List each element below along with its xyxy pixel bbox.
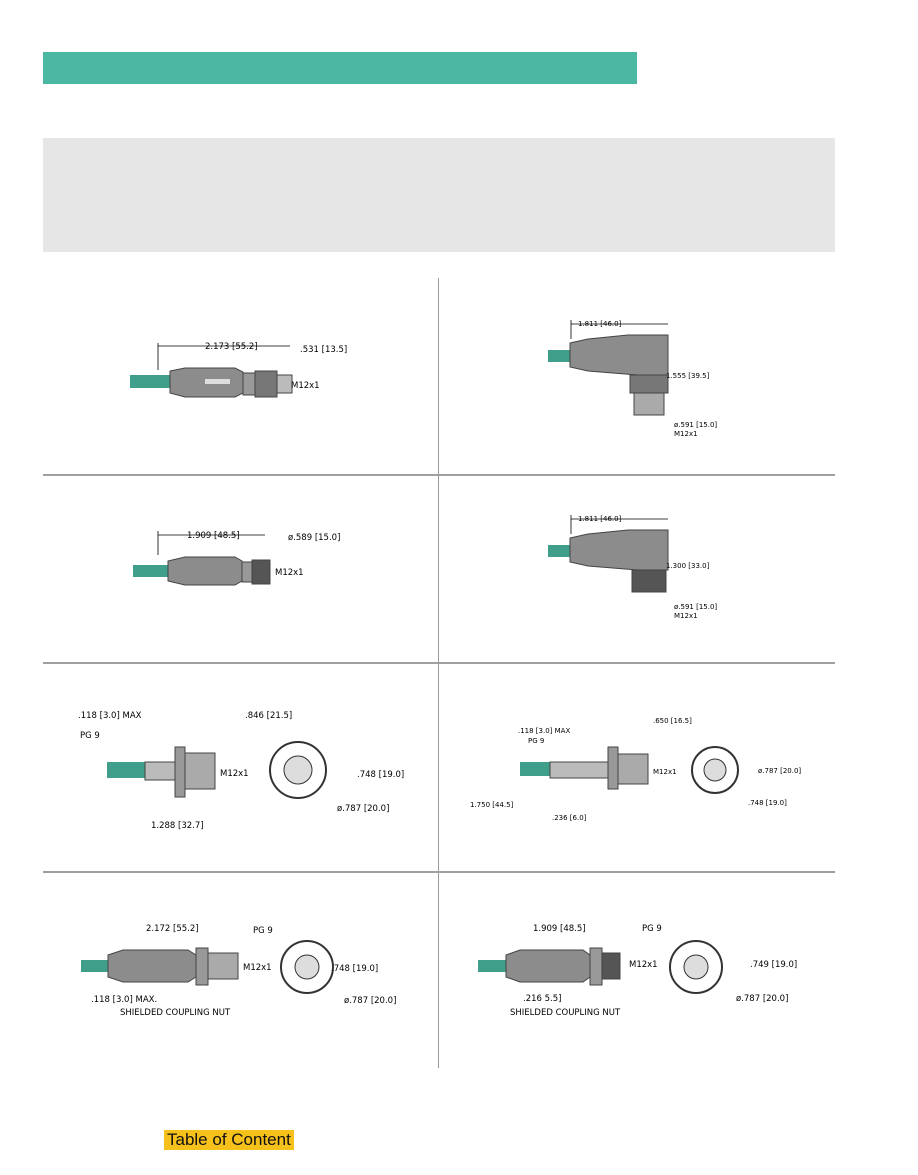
housing bbox=[549, 761, 611, 779]
socket-insert bbox=[703, 758, 727, 782]
dim-length: 1.811 [46.0] bbox=[578, 515, 622, 523]
shield-nut bbox=[589, 947, 603, 986]
dim-thread: M12x1 bbox=[629, 960, 658, 970]
cable bbox=[548, 350, 573, 362]
dim-pg: PG 9 bbox=[528, 737, 544, 745]
connector-body bbox=[167, 556, 243, 586]
shield-nut bbox=[195, 947, 209, 986]
dim-diameter: ø.591 [15.0] bbox=[674, 421, 717, 429]
caption: SHIELDED COUPLING NUT bbox=[510, 1008, 621, 1018]
dim-height: .749 [19.0] bbox=[750, 960, 797, 970]
dim-thread: M12x1 bbox=[674, 430, 698, 438]
knurled-nut bbox=[254, 370, 278, 398]
housing bbox=[144, 761, 178, 781]
thread bbox=[633, 392, 665, 416]
knurled-nut bbox=[251, 559, 271, 585]
drawing-straight-male: 2.173 [55.2] .531 [13.5] M12x1 bbox=[125, 335, 365, 420]
drawing-straight-female: 1.909 [48.5] ø.589 [15.0] M12x1 bbox=[130, 525, 370, 610]
dim-height: 1.555 [39.5] bbox=[666, 372, 710, 380]
dim-height: .748 [19.0] bbox=[357, 770, 404, 780]
thread bbox=[276, 374, 293, 394]
thread bbox=[207, 952, 239, 980]
socket-insert bbox=[683, 954, 709, 980]
panel-nut bbox=[174, 746, 186, 798]
dim-thread: M12x1 bbox=[275, 568, 304, 578]
caption: SHIELDED COUPLING NUT bbox=[120, 1008, 231, 1018]
dim-length: 2.173 [55.2] bbox=[205, 342, 258, 352]
knurled-nut bbox=[601, 952, 621, 980]
dim-len: 1.288 [32.7] bbox=[151, 821, 204, 831]
pin-insert bbox=[294, 954, 320, 980]
table-of-content-link[interactable]: Table of Content bbox=[164, 1130, 294, 1150]
dim-diameter: ø.591 [15.0] bbox=[674, 603, 717, 611]
dim-flat: ø.787 [20.0] bbox=[736, 994, 788, 1004]
drawing-receptacle-female: .118 [3.0] MAX PG 9 .650 [16.5] M12x1 ø.… bbox=[470, 712, 810, 837]
dim-diameter: ø.589 [15.0] bbox=[288, 533, 340, 543]
dim-length: 1.909 [48.5] bbox=[533, 924, 586, 934]
dim-nut: .531 [13.5] bbox=[300, 345, 347, 355]
pin-insert bbox=[283, 755, 313, 785]
connector-body bbox=[107, 949, 197, 983]
dim-flat: ø.787 [20.0] bbox=[337, 804, 389, 814]
dim-thread: M12x1 bbox=[291, 381, 320, 391]
dim-max: .118 [3.0] MAX bbox=[518, 727, 570, 735]
dim-length: 1.909 [48.5] bbox=[187, 531, 240, 541]
dim-pg: PG 9 bbox=[80, 731, 100, 741]
coupling-nut bbox=[241, 561, 253, 583]
description-panel bbox=[43, 138, 835, 252]
dim-thread: M12x1 bbox=[653, 768, 677, 776]
cable bbox=[548, 545, 573, 557]
row-divider bbox=[43, 474, 835, 476]
connector-body bbox=[569, 334, 669, 376]
dim-small: .236 [6.0] bbox=[552, 814, 587, 822]
body-slot bbox=[205, 379, 230, 384]
dim-height: .748 [19.0] bbox=[331, 964, 378, 974]
connector-body bbox=[505, 949, 591, 983]
dim-length: 1.811 [46.0] bbox=[578, 320, 622, 328]
panel-nut bbox=[607, 746, 619, 790]
dim-flat: .748 [19.0] bbox=[748, 799, 787, 807]
body bbox=[617, 753, 649, 785]
knurled-nut bbox=[631, 569, 667, 593]
connector-body bbox=[569, 529, 669, 571]
dim-thread: M12x1 bbox=[220, 769, 249, 779]
header-accent-bar bbox=[43, 52, 637, 84]
drawing-shielded-female: 1.909 [48.5] PG 9 M12x1 .749 [19.0] .216… bbox=[478, 915, 818, 1030]
cable bbox=[133, 565, 170, 577]
cable bbox=[130, 375, 170, 388]
dim-rlen: .650 [16.5] bbox=[653, 717, 692, 725]
thread bbox=[184, 752, 216, 790]
row-divider bbox=[43, 662, 835, 664]
dim-length: 2.172 [55.2] bbox=[146, 924, 199, 934]
dim-height: 1.300 [33.0] bbox=[666, 562, 710, 570]
dim-diameter: ø.787 [20.0] bbox=[758, 767, 801, 775]
drawing-right-angle-male: 1.811 [46.0] 1.555 [39.5] ø.591 [15.0] M… bbox=[548, 315, 748, 440]
cable bbox=[81, 960, 111, 972]
drawing-shielded-male: 2.172 [55.2] PG 9 M12x1 .748 [19.0] .118… bbox=[78, 915, 418, 1030]
dim-small: .216 5.5] bbox=[523, 994, 561, 1004]
dim-len: 1.750 [44.5] bbox=[470, 801, 514, 809]
cable bbox=[520, 762, 550, 776]
dim-max: .118 [3.0] MAX bbox=[78, 711, 142, 721]
column-divider bbox=[438, 278, 439, 1068]
cable bbox=[107, 762, 145, 778]
cable bbox=[478, 960, 508, 972]
dim-pg: PG 9 bbox=[642, 924, 662, 934]
coupling-nut bbox=[242, 372, 256, 396]
dim-pg: PG 9 bbox=[253, 926, 273, 936]
knurled-nut bbox=[629, 374, 669, 394]
dim-flat: ø.787 [20.0] bbox=[344, 996, 396, 1006]
drawing-receptacle-male: .118 [3.0] MAX PG 9 .846 [21.5] M12x1 .7… bbox=[75, 705, 404, 831]
dim-max: .118 [3.0] MAX. bbox=[91, 995, 157, 1005]
dim-rlen: .846 [21.5] bbox=[245, 711, 292, 721]
drawing-right-angle-female: 1.811 [46.0] 1.300 [33.0] ø.591 [15.0] M… bbox=[548, 505, 748, 630]
dim-thread: M12x1 bbox=[243, 963, 272, 973]
row-divider bbox=[43, 871, 835, 873]
dim-thread: M12x1 bbox=[674, 612, 698, 620]
